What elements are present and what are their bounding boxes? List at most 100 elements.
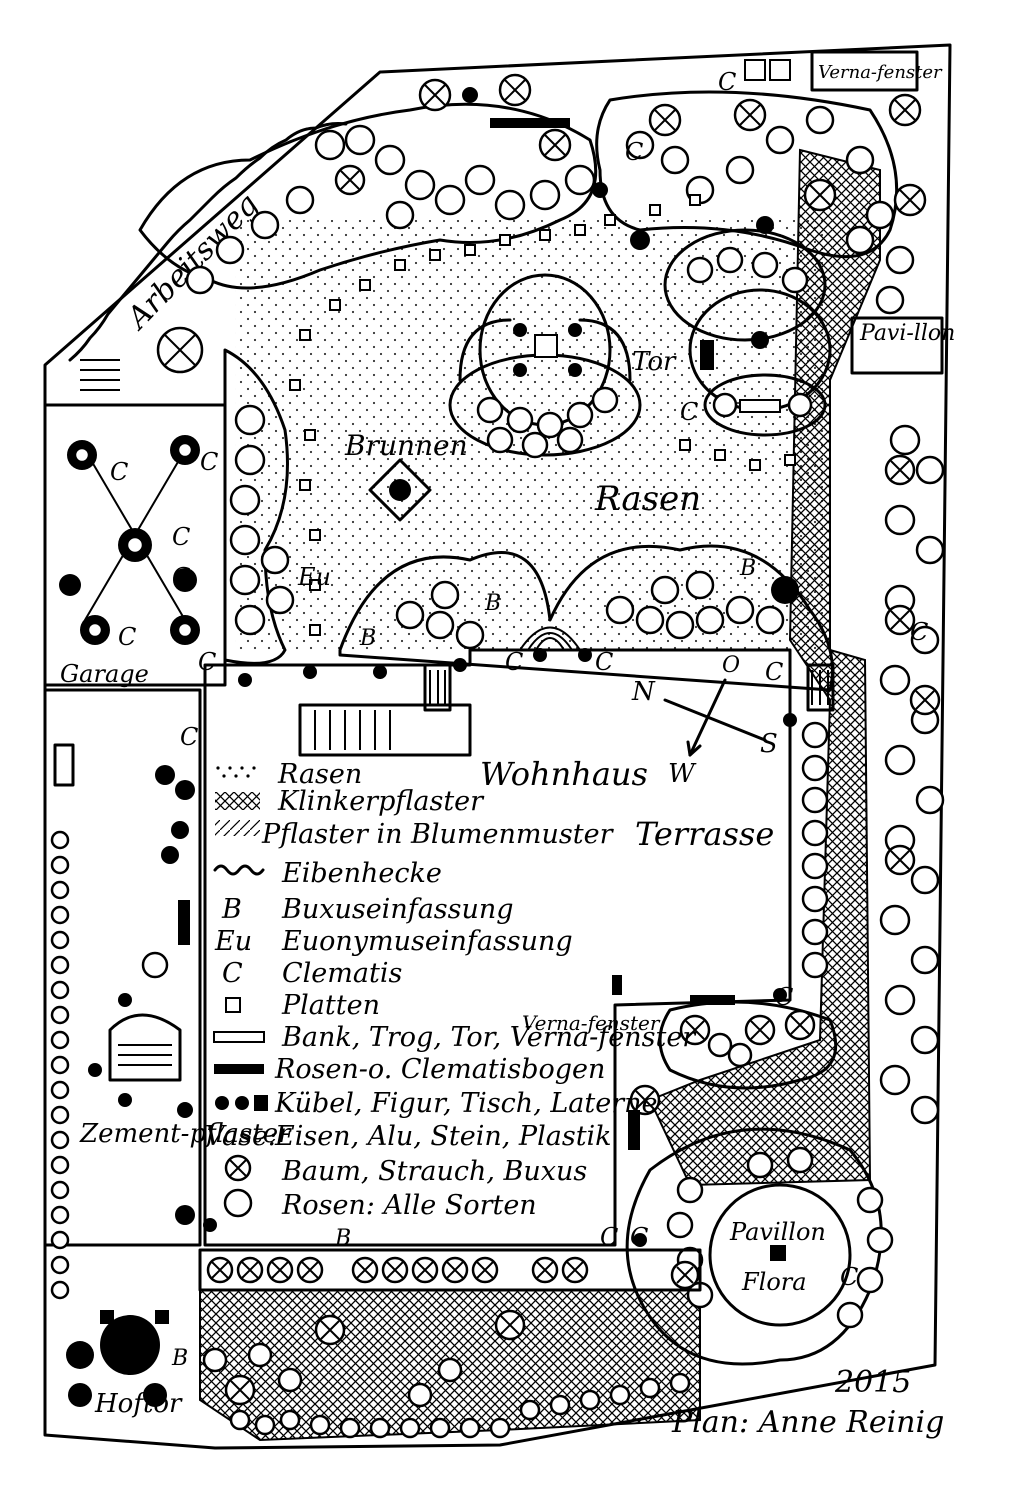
label-flora: Flora (741, 1268, 807, 1296)
svg-text:C: C (910, 618, 928, 646)
house-steps-top (298, 663, 835, 757)
label-terrasse: Terrasse (635, 815, 774, 853)
svg-text:C: C (765, 658, 783, 686)
legend-item-13-text: Rosen: Alle Sorten (281, 1190, 537, 1221)
brunnen-fountain (368, 458, 432, 522)
legend-item-12-text: Baum, Strauch, Buxus (281, 1156, 587, 1187)
svg-text:C: C (110, 458, 128, 486)
legend-symbol-bench (213, 1031, 265, 1043)
label-garage: Garage (60, 660, 149, 688)
round-bed-left (448, 273, 642, 459)
svg-text:C: C (198, 648, 216, 676)
legend-item-11-prefix: Vase: (205, 1121, 277, 1152)
svg-text:C: C (180, 723, 198, 751)
rose-group-top (185, 105, 915, 315)
garage: Garage (43, 403, 227, 688)
legend-symbol-bar (214, 1064, 264, 1074)
label-tor: Tor (632, 347, 677, 377)
label-zementpflaster: Zement-pflaster (79, 1119, 292, 1149)
pavillon-bottom: Pavillon Flora (625, 1084, 894, 1366)
legend-item-3-text: Eibenhecke (281, 858, 442, 889)
legend-item-6-letter: C (222, 958, 243, 989)
rose-column-left (229, 404, 295, 636)
legend-symbol-wave (213, 864, 265, 876)
compass-w: W (668, 759, 697, 789)
pavillon-top: Pavi-llon (850, 316, 955, 375)
clematis-markers: C C C C C C C C C C C C C C C C C C (110, 68, 928, 1291)
legend-item-9-text: Rosen-o. Clematisbogen (274, 1054, 605, 1085)
legend-symbol-circle (223, 1188, 253, 1218)
svg-text:C: C (625, 138, 643, 166)
label-pavillon-bottom: Pavillon (729, 1218, 826, 1246)
tree-group-top (156, 73, 927, 374)
legend-item-7-text: Platten (281, 990, 380, 1021)
buxus-markers: B B B B B (171, 556, 756, 1371)
legend-item-1-text: Klinkerpflaster (277, 786, 485, 817)
svg-text:C: C (840, 1263, 858, 1291)
platten-path (289, 194, 796, 636)
legend-item-2-text: Pflaster in Blumenmuster (261, 819, 615, 850)
tree-column-east (884, 454, 941, 876)
bed-top-left (138, 102, 598, 290)
label-rasen-top: Rasen (594, 479, 701, 519)
svg-text:C: C (118, 623, 136, 651)
bottom-bed (198, 1248, 702, 1406)
zementpflaster-area: Zement-pflaster (43, 688, 292, 1247)
legend-symbol-dot-square (215, 1095, 268, 1111)
svg-text:C: C (200, 448, 218, 476)
legend-item-11-text: Eisen, Alu, Stein, Plastik (274, 1121, 612, 1152)
legend-item-10-text: Kübel, Figur, Tisch, Laterne (274, 1088, 657, 1119)
legend: Rasen Klinkerpflaster Pflaster in Blumen… (205, 759, 697, 1221)
legend-symbol-crossed-circle (224, 1154, 252, 1182)
svg-text:C: C (718, 68, 736, 96)
svg-text:C: C (172, 563, 190, 591)
legend-item-8-text: Bank, Trog, Tor, Verna-fenster (281, 1022, 697, 1053)
hoftor: Hoftor (66, 1310, 183, 1419)
label-pavillon-top: Pavi-llon (859, 321, 955, 346)
label-brunnen: Brunnen (344, 429, 468, 462)
scalloped-bed (338, 544, 834, 692)
svg-text:B: B (359, 626, 376, 651)
compass-n: N (631, 677, 656, 707)
solid-posts-top (462, 87, 774, 250)
svg-text:C: C (595, 648, 613, 676)
vernafenster-top: Verna-fenster (744, 50, 943, 92)
compass-s: S (760, 729, 778, 759)
svg-text:B: B (171, 1346, 188, 1371)
label-euonymus: Eu (297, 563, 331, 591)
svg-text:C: C (680, 398, 698, 426)
arbeitsweg-path (68, 122, 348, 362)
svg-text:C: C (505, 648, 523, 676)
vernafenster-house: Verna-fenster (522, 1011, 661, 1035)
label-vernafenster-house: Verna-fenster (522, 1011, 661, 1035)
legend-symbol-square (225, 997, 241, 1013)
svg-text:B: B (334, 1226, 351, 1251)
legend-item-6-text: Clematis (282, 958, 402, 989)
label-hoftor: Hoftor (94, 1389, 183, 1419)
rose-column-terrace (801, 721, 829, 979)
legend-symbol-crosshatch (215, 792, 260, 810)
label-wohnhaus: Wohnhaus (480, 755, 648, 793)
round-bed-right (663, 228, 832, 437)
legend-item-5-letter: Eu (214, 926, 252, 957)
bed-terrace-bottom (658, 995, 838, 1090)
legend-item-0-text: Rasen (277, 759, 362, 790)
svg-text:C: C (600, 1223, 618, 1251)
legend-item-4-text: Buxuseinfassung (281, 894, 514, 925)
klinker-path-right (648, 148, 881, 1187)
svg-text:C: C (172, 523, 190, 551)
legend-item-5-text: Euonymuseinfassung (281, 926, 573, 957)
label-vernafenster-top: Verna-fenster (818, 62, 943, 83)
svg-text:B: B (484, 591, 501, 616)
legend-symbol-hatch (215, 820, 260, 836)
legend-symbol-dots (216, 766, 256, 778)
rose-column-east (879, 424, 945, 1125)
svg-text:B: B (739, 556, 756, 581)
compass-o: O (722, 653, 740, 678)
plan-author: Plan: Anne Reinig (671, 1405, 944, 1440)
rose-row-bottom (202, 1342, 691, 1439)
compass-rose: N O S W (631, 653, 778, 789)
rose-column-west (50, 830, 70, 1300)
legend-item-4-letter: B (221, 894, 242, 925)
